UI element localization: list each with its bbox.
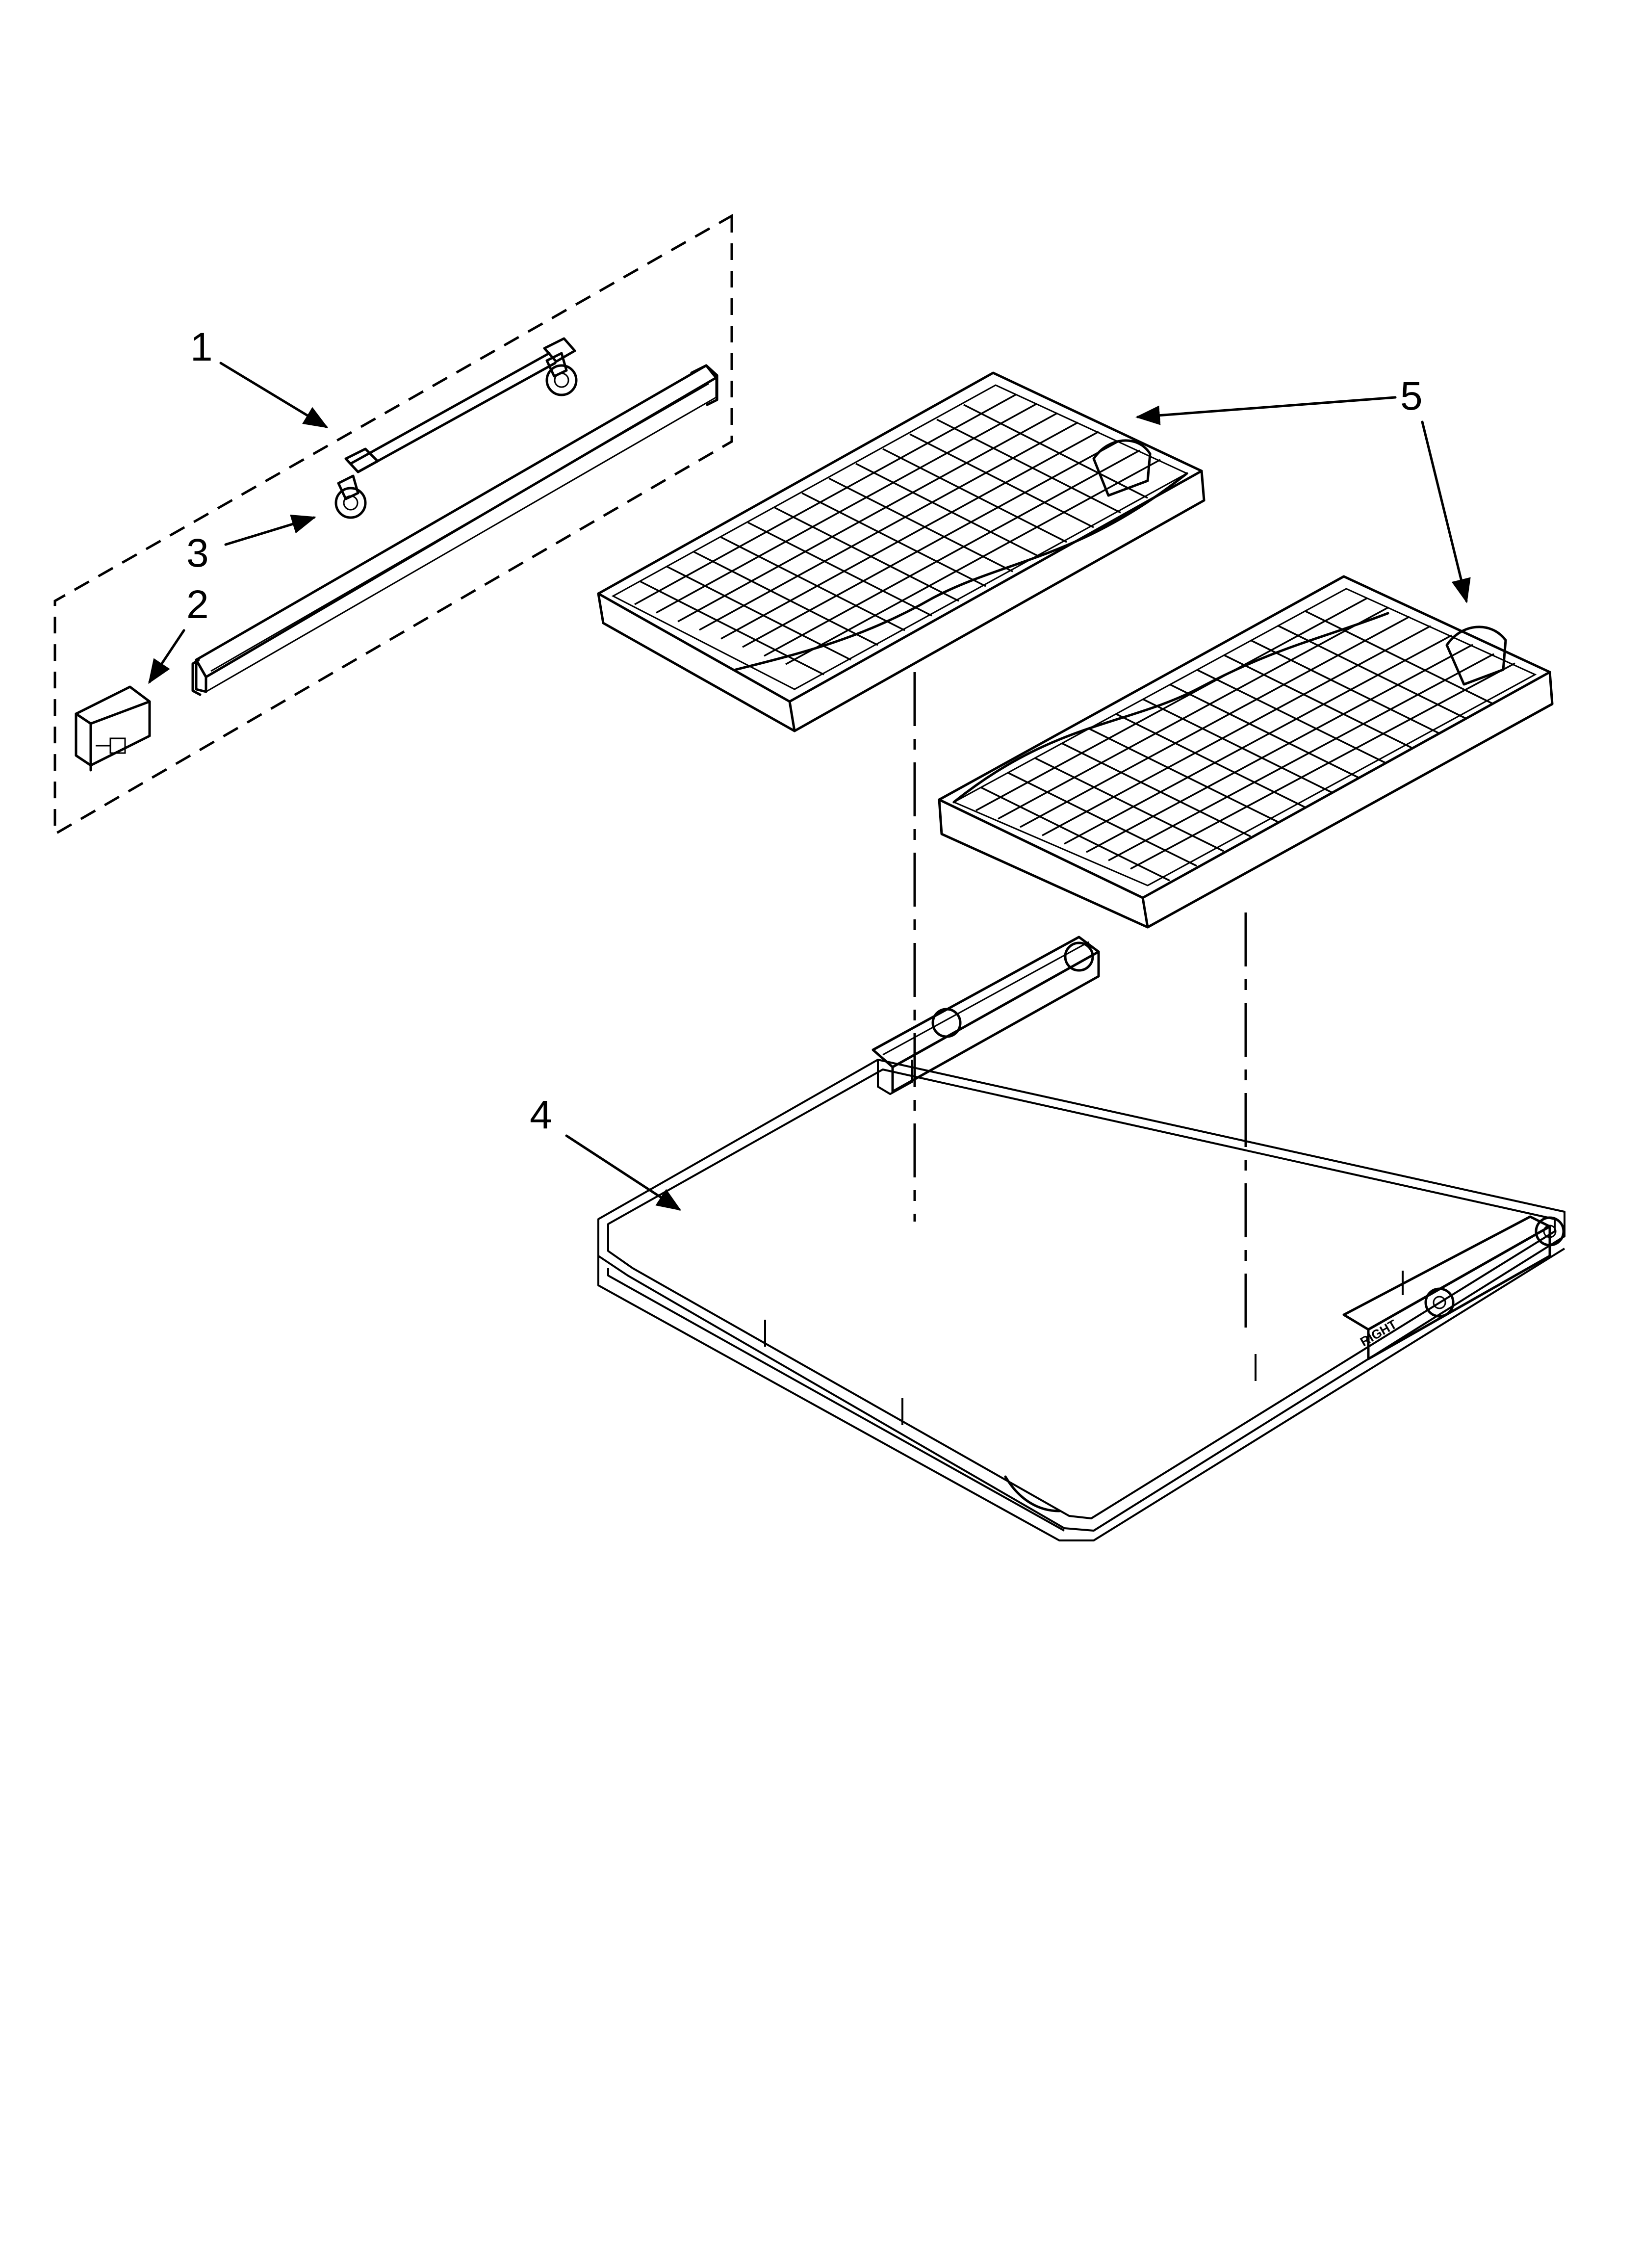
slide-rail: [191, 364, 718, 696]
callout-1: 1: [190, 325, 213, 369]
cutlery-tray-upper: [597, 371, 1206, 732]
wheel-icon: [1064, 941, 1094, 972]
callout-leader-3: [224, 515, 316, 546]
callout-leader-5: [1421, 420, 1471, 603]
cutlery-tray-lower: [938, 575, 1554, 929]
wheel-icon: [545, 364, 578, 396]
callout-2: 2: [186, 582, 209, 627]
callout-5: 5: [1400, 374, 1423, 418]
callout-3: 3: [186, 531, 209, 575]
wheel-icon: [1424, 1287, 1455, 1318]
rail-wheel-assembly: [334, 337, 578, 519]
wheel-icon: [931, 1008, 962, 1038]
callout-4: 4: [530, 1093, 552, 1137]
callout-leader-5: [1135, 396, 1397, 425]
callout-leader-2: [148, 629, 185, 684]
callout-leader-4: [565, 1134, 682, 1211]
wheel-icon: [1535, 1216, 1565, 1247]
callout-leader-1: [219, 362, 329, 428]
wheel-icon: [334, 487, 367, 519]
wire-frame-rack: RIGHT: [597, 936, 1565, 1541]
kit-boundary: [53, 213, 733, 836]
end-cap: [75, 685, 151, 772]
